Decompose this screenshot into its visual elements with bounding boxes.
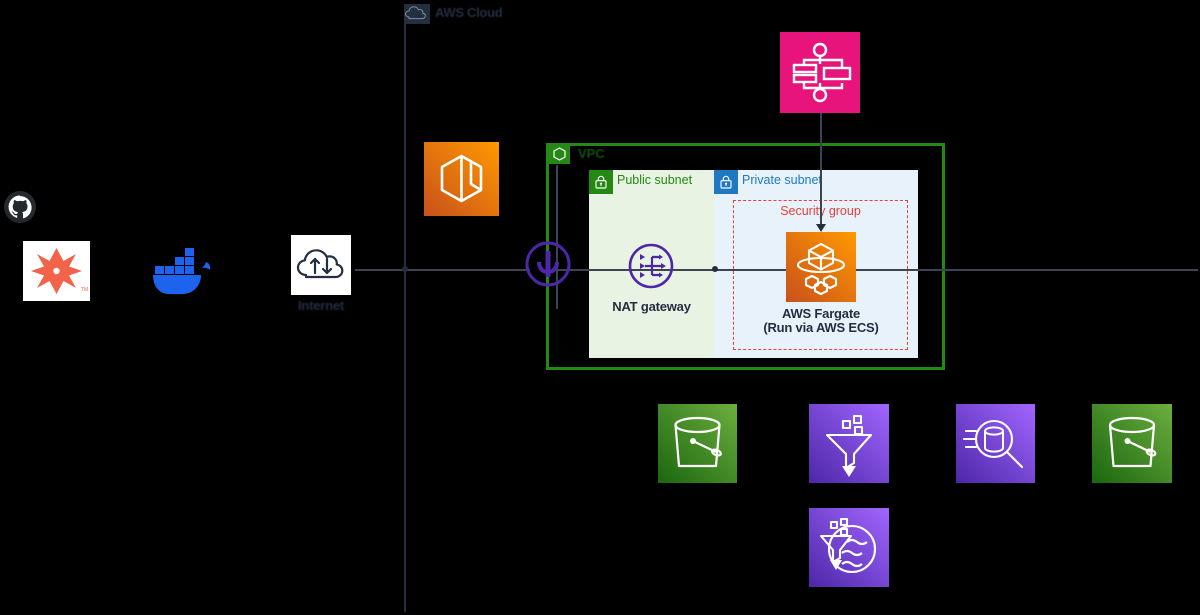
github-icon xyxy=(3,190,37,224)
svg-text:TM: TM xyxy=(81,287,88,293)
step-functions-icon xyxy=(780,32,860,113)
aws-cloud-label: AWS Cloud xyxy=(435,5,503,20)
subnet-junction-dot xyxy=(712,266,718,272)
docker-whale-icon xyxy=(147,242,220,297)
public-subnet-lock-icon xyxy=(589,170,613,194)
aws-fargate-label-line1: AWS Fargate xyxy=(782,306,860,321)
private-subnet-label: Private subnet xyxy=(742,173,822,187)
glue-funnel-icon xyxy=(809,404,889,483)
elastic-container-registry-icon xyxy=(424,142,499,216)
fargate-east-connector xyxy=(918,269,1198,271)
athena-query-icon xyxy=(956,404,1035,483)
internet-label: Internet xyxy=(297,298,345,313)
nat-gateway-label: NAT gateway xyxy=(612,299,691,314)
aws-cloud-icon xyxy=(404,4,430,24)
cloud-edge-junction-dot xyxy=(402,266,408,272)
s3-bucket-icon-curated xyxy=(1092,404,1172,483)
aws-fargate-label: AWS Fargate (Run via AWS ECS) xyxy=(727,307,915,335)
vpc-left-vertical-connector xyxy=(556,165,558,269)
aws-cloud-group xyxy=(404,4,1198,612)
aws-fargate-label-line2: (Run via AWS ECS) xyxy=(763,320,879,335)
private-subnet-lock-icon xyxy=(714,170,738,194)
stepfunctions-arrow-head xyxy=(816,224,826,232)
stepfunctions-to-fargate-connector xyxy=(820,113,822,227)
vpc-icon xyxy=(549,144,570,164)
vpc-label: VPC xyxy=(578,146,605,161)
public-subnet-label: Public subnet xyxy=(617,173,693,187)
subnet-spine-connector xyxy=(556,269,918,271)
internet-to-igw-connector xyxy=(355,269,530,271)
vpc-left-vertical-connector-lower xyxy=(556,269,558,309)
lock-icon xyxy=(595,175,607,189)
lake-formation-icon xyxy=(809,508,889,587)
aws-cloud-glyph xyxy=(404,6,426,20)
internet-cloud-icon xyxy=(291,235,351,295)
aws-fargate-icon xyxy=(786,232,856,302)
nat-gateway-icon xyxy=(627,242,675,290)
lock-icon xyxy=(720,175,732,189)
internet-gateway-icon xyxy=(524,240,572,288)
nx-star-icon: TM xyxy=(23,241,90,301)
s3-bucket-icon-raw xyxy=(658,404,737,483)
